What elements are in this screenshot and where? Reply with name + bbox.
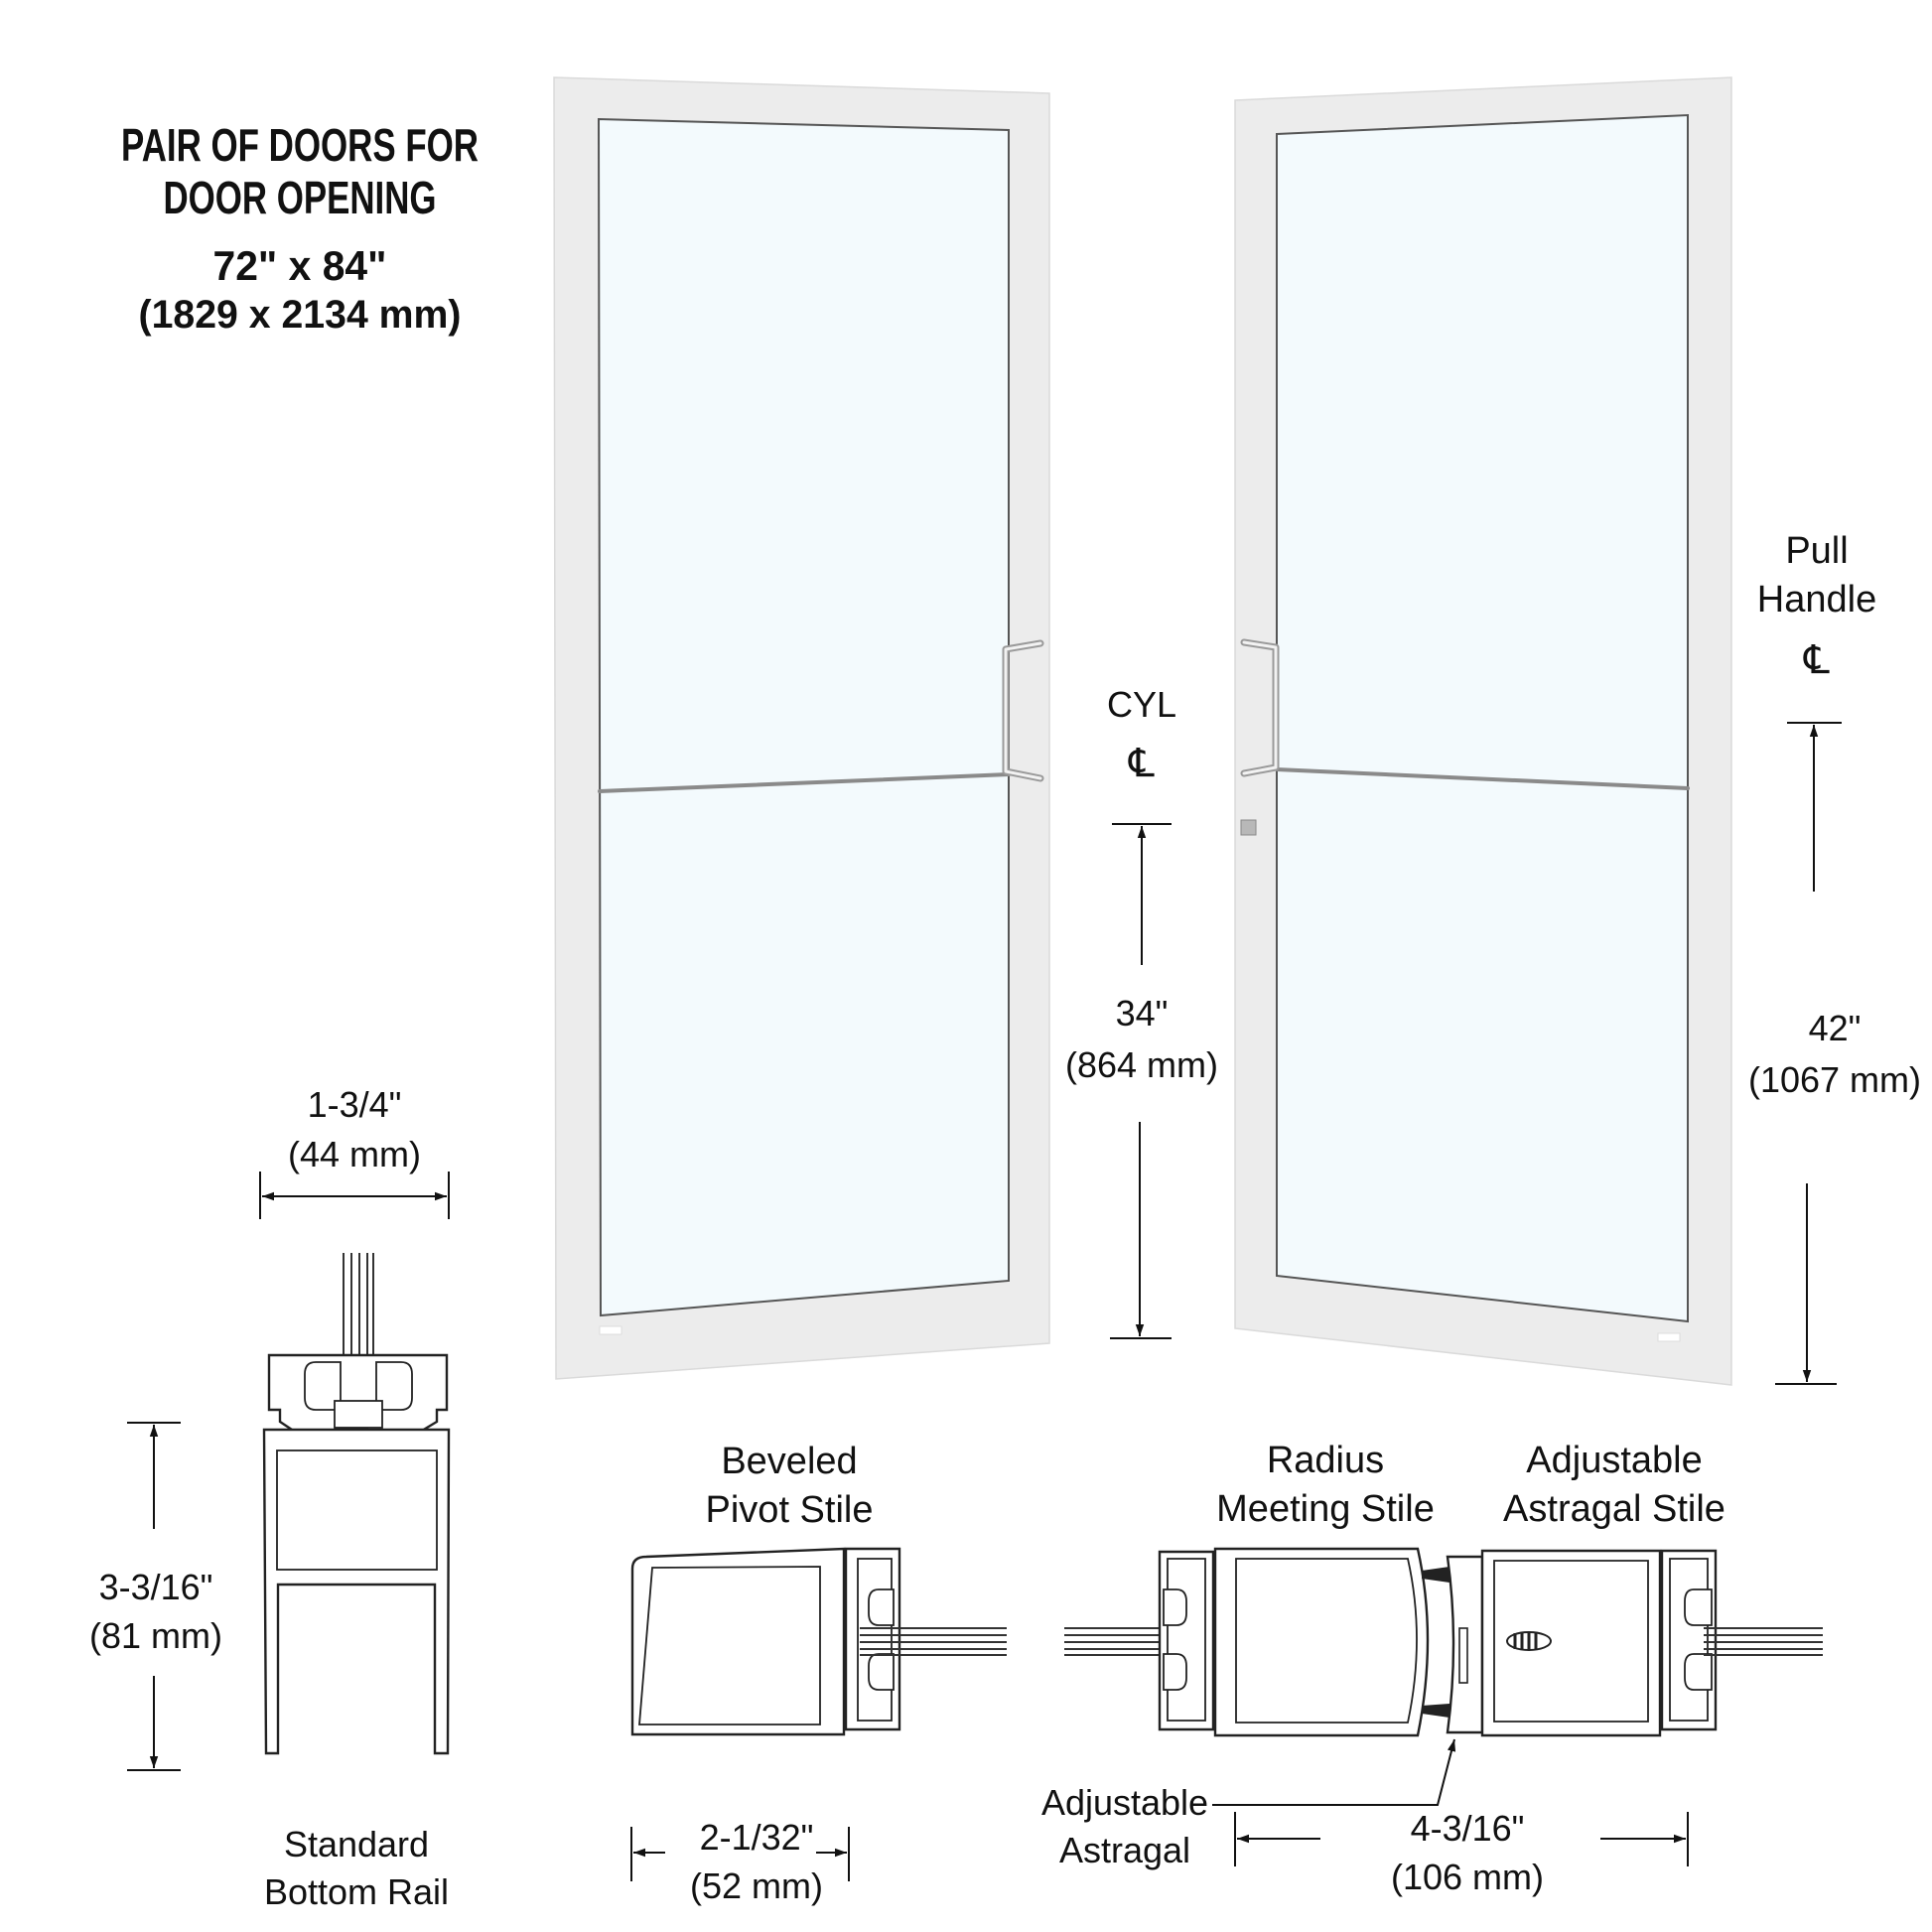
cyl-height-imperial: 34": [1116, 993, 1169, 1034]
right-door: [1234, 76, 1732, 1386]
pull-height-imperial: 42": [1809, 1008, 1862, 1048]
bottom-rail-section: 1-3/4" (44 mm) 3-3/16" (81 mm) Standard …: [89, 1084, 451, 1912]
title-line-1: PAIR OF DOORS FOR: [121, 119, 479, 171]
left-door: [553, 76, 1050, 1380]
cyl-height-metric: (864 mm): [1065, 1044, 1218, 1085]
meeting-stile-section: Radius Meeting Stile Adjustable Astragal…: [1041, 1440, 1823, 1897]
size-metric: (1829 x 2134 mm): [139, 293, 462, 337]
astragal-right-glass: [1704, 1627, 1823, 1656]
size-imperial: 72" x 84": [213, 242, 387, 289]
astragal-stile-label-line-1: Adjustable: [1526, 1440, 1702, 1481]
pull-centerline-symbol: ℄: [1803, 638, 1830, 682]
left-door-pivot-plate: [599, 1325, 622, 1335]
adjustment-screw-icon: [1506, 1631, 1552, 1651]
right-door-pivot-plate: [1657, 1332, 1681, 1342]
meeting-label-line-2: Meeting Stile: [1216, 1488, 1435, 1530]
left-door-push-bar: [598, 772, 1011, 793]
rail-width-imperial: 1-3/4": [308, 1084, 402, 1125]
cyl-centerline-symbol: ℄: [1128, 742, 1155, 785]
cyl-label: CYL: [1107, 684, 1176, 725]
title-line-2: DOOR OPENING: [164, 172, 437, 223]
title-block: PAIR OF DOORS FOR DOOR OPENING 72" x 84"…: [121, 119, 479, 337]
pull-label-line-2: Handle: [1757, 579, 1876, 621]
rail-label-line-1: Standard: [284, 1824, 429, 1864]
pivot-label-line-1: Beveled: [721, 1441, 857, 1482]
astragal-callout-leader: [1212, 1738, 1456, 1806]
cylinder-lock-icon: [1240, 819, 1257, 836]
pull-handle-dimension: Pull Handle ℄ 42" (1067 mm): [1748, 530, 1921, 1385]
pivot-width-metric: (52 mm): [690, 1865, 823, 1906]
pivot-width-imperial: 2-1/32": [700, 1817, 814, 1858]
pull-label-line-1: Pull: [1785, 530, 1848, 572]
pull-height-metric: (1067 mm): [1748, 1059, 1921, 1100]
right-door-glass: [1276, 113, 1689, 1323]
astragal-stile-label-line-2: Astragal Stile: [1503, 1488, 1725, 1530]
pivot-label-line-2: Pivot Stile: [706, 1489, 874, 1531]
pivot-stile-section: Beveled Pivot Stile 2-1/32" (52 mm): [630, 1441, 1007, 1906]
rail-height-imperial: 3-3/16": [99, 1567, 213, 1607]
astragal-width-imperial: 4-3/16": [1411, 1808, 1525, 1849]
pivot-stile-glass: [860, 1627, 1007, 1656]
rail-label-line-2: Bottom Rail: [264, 1871, 449, 1912]
right-door-push-bar: [1275, 767, 1690, 790]
astragal-width-metric: (106 mm): [1391, 1857, 1544, 1897]
meeting-label-line-1: Radius: [1267, 1440, 1384, 1481]
left-door-glass: [597, 117, 1010, 1317]
astragal-label-line-1: Adjustable: [1041, 1782, 1208, 1823]
astragal-label-line-2: Astragal: [1059, 1830, 1190, 1870]
cyl-dimension: CYL ℄ 34" (864 mm): [1065, 684, 1218, 1339]
rail-height-metric: (81 mm): [89, 1615, 222, 1656]
rail-width-metric: (44 mm): [288, 1134, 421, 1174]
